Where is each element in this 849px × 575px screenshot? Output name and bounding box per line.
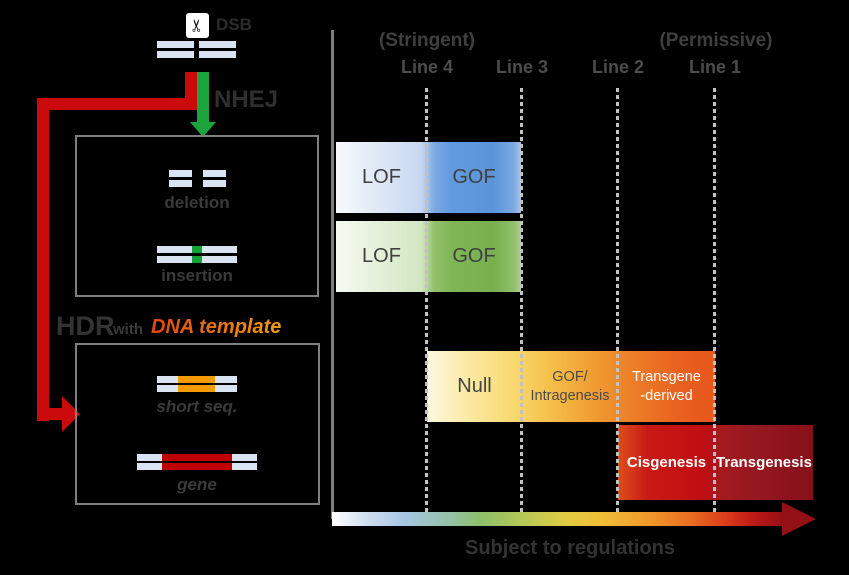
insertion-strand [157, 256, 237, 263]
regulation-axis-label: Subject to regulations [464, 537, 676, 559]
line-3-dotted-line [520, 88, 523, 512]
green-insert-segment [192, 246, 202, 253]
scissors-box: ✂ [186, 13, 209, 38]
short-seq-strand [157, 385, 237, 392]
dna-segment [169, 180, 192, 187]
dna-segment [203, 170, 226, 177]
nhej-outcomes-box [75, 135, 319, 297]
hdr-outcomes-box [75, 343, 320, 505]
dna-segment [232, 463, 257, 470]
panel-separator-line [331, 30, 334, 519]
lof-cell: LOF [362, 245, 401, 267]
line-4-label: Line 4 [400, 57, 453, 77]
gof-intragenesis-cell: GOF/ Intragenesis [522, 351, 618, 422]
gof-intragenesis-line1: GOF/ [552, 368, 588, 385]
dna-segment [157, 385, 178, 392]
gof-cell: GOF [452, 166, 496, 188]
regulation-gradient-arrow-bar [332, 512, 784, 526]
hdr-orange-band: Null GOF/ Intragenesis Transgene -derive… [427, 351, 715, 422]
nhej-blue-band: LOF GOF [336, 142, 521, 213]
hdr-arrow-segment [37, 98, 49, 421]
red-insert-segment [162, 454, 232, 461]
cisgenesis-cell: Cisgenesis [626, 454, 707, 471]
nhej-green-band: LOF GOF [336, 221, 521, 292]
transgenesis-cell: Transgenesis [716, 454, 812, 471]
deletion-strand [169, 170, 226, 177]
dna-segment [202, 246, 237, 253]
dna-segment [157, 41, 194, 48]
deletion-label: deletion [164, 193, 230, 212]
orange-insert-segment [178, 376, 215, 383]
transgene-derived-line2: -derived [640, 387, 693, 404]
hdr-arrow-segment [37, 408, 63, 420]
gene-strand [137, 463, 257, 470]
nhej-label: NHEJ [214, 86, 279, 113]
dna-segment [199, 41, 236, 48]
nhej-arrow-shaft [197, 72, 209, 122]
dna-segment [215, 385, 237, 392]
deletion-strand [169, 180, 226, 187]
dna-segment [157, 51, 194, 58]
line-4-dotted-line [425, 88, 428, 512]
null-cell: Null [457, 375, 492, 397]
gene-strand [137, 454, 257, 461]
red-insert-segment [162, 463, 232, 470]
line-2-dotted-line [616, 88, 619, 512]
orange-insert-segment [178, 385, 215, 392]
dna-strand-cut-bottom [157, 51, 236, 58]
short-seq-strand [157, 376, 237, 383]
short-seq-label: short seq. [156, 397, 238, 416]
nhej-arrow-head-icon [190, 122, 216, 137]
dna-segment [137, 454, 162, 461]
transgene-derived-cell: Transgene -derived [618, 351, 715, 422]
transgene-derived-line1: Transgene [632, 368, 701, 385]
gof-intragenesis-line2: Intragenesis [530, 387, 610, 404]
insertion-strand [157, 246, 237, 253]
line-1-label: Line 1 [688, 57, 741, 77]
regulation-arrow-head-icon [782, 502, 816, 536]
dna-strand-cut-top [157, 41, 236, 48]
hdr-label: HDR [56, 311, 115, 341]
dna-segment [157, 256, 192, 263]
gof-cell: GOF [452, 245, 496, 267]
scissors-icon: ✂ [188, 18, 207, 33]
line-3-label: Line 3 [495, 57, 548, 77]
line-1-dotted-line [713, 88, 716, 512]
stringent-label: (Stringent) [378, 30, 476, 51]
lof-cell: LOF [362, 166, 401, 188]
dna-segment [203, 180, 226, 187]
permissive-label: (Permissive) [659, 30, 773, 51]
dna-segment [157, 376, 178, 383]
dna-segment [137, 463, 162, 470]
insertion-label: insertion [161, 266, 233, 285]
hdr-arrow-segment [37, 98, 197, 110]
dna-segment [215, 376, 237, 383]
hdr-with-label: with [113, 321, 143, 338]
dsb-label: DSB [216, 15, 252, 34]
dna-segment [169, 170, 192, 177]
dna-template-label: DNA template [151, 316, 282, 338]
dna-segment [202, 256, 237, 263]
dna-segment [232, 454, 257, 461]
dna-segment [199, 51, 236, 58]
gene-label: gene [177, 475, 217, 494]
dna-segment [157, 246, 192, 253]
line-2-label: Line 2 [591, 57, 644, 77]
green-insert-segment [192, 256, 202, 263]
